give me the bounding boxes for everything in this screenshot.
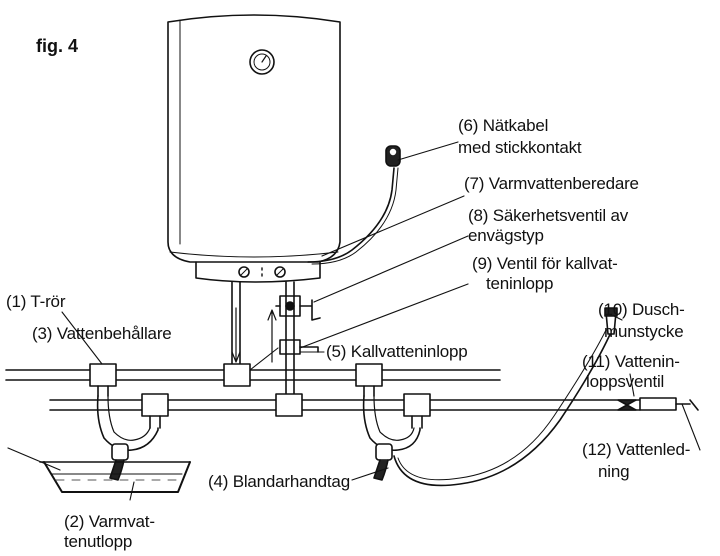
control-knob-icon [274, 266, 286, 278]
power-cable [307, 145, 401, 265]
label-water-tank: (3) Vattenbehållare [32, 324, 172, 343]
label-water-inlet-valve: (11) Vattenin- [582, 352, 680, 371]
label-cold-water-inlet: (5) Kallvatteninlopp [326, 342, 468, 361]
label-water-line: (12) Vattenled- [582, 440, 691, 459]
safety-valve [275, 295, 321, 321]
label-hot-water-outlet-cont: tenutlopp [64, 532, 133, 551]
label-shower-head: (10) Dusch- [598, 300, 685, 319]
leader-lines [61, 141, 701, 501]
washbasin [7, 447, 191, 493]
label-water-heater: (7) Varmvattenberedare [464, 174, 639, 193]
label-safety-valve: (8) Säkerhetsventil av [468, 206, 629, 225]
label-power-cable: (6) Nätkabel [458, 116, 549, 135]
label-cold-inlet-valve: (9) Ventil för kallvat- [472, 254, 618, 273]
label-power-cable-cont: med stickkontakt [458, 138, 582, 157]
cold-inlet-valve [279, 339, 319, 355]
water-inlet-valve [617, 397, 699, 411]
thermometer-icon [249, 49, 275, 75]
label-cold-inlet-valve-cont: teninlopp [486, 274, 554, 293]
heater-pipes [231, 281, 295, 403]
label-shower-head-cont: munstycke [604, 322, 684, 341]
cold-water-pipe [49, 393, 641, 429]
label-water-inlet-valve-cont: loppsventil [586, 372, 665, 391]
label-t-pipe: (1) T-rör [6, 292, 66, 311]
label-mixer-handle: (4) Blandarhandtag [208, 472, 350, 491]
figure-label: fig. 4 [36, 36, 79, 56]
label-hot-water-outlet: (2) Varmvat- [64, 512, 155, 531]
label-safety-valve-cont: envägstyp [468, 226, 544, 245]
hot-water-pipe [5, 363, 501, 397]
shower-hose [393, 307, 618, 487]
left-mixer [96, 395, 159, 481]
water-heater [167, 14, 341, 283]
label-water-line-cont: ning [598, 462, 630, 481]
control-knob-icon [238, 266, 250, 278]
